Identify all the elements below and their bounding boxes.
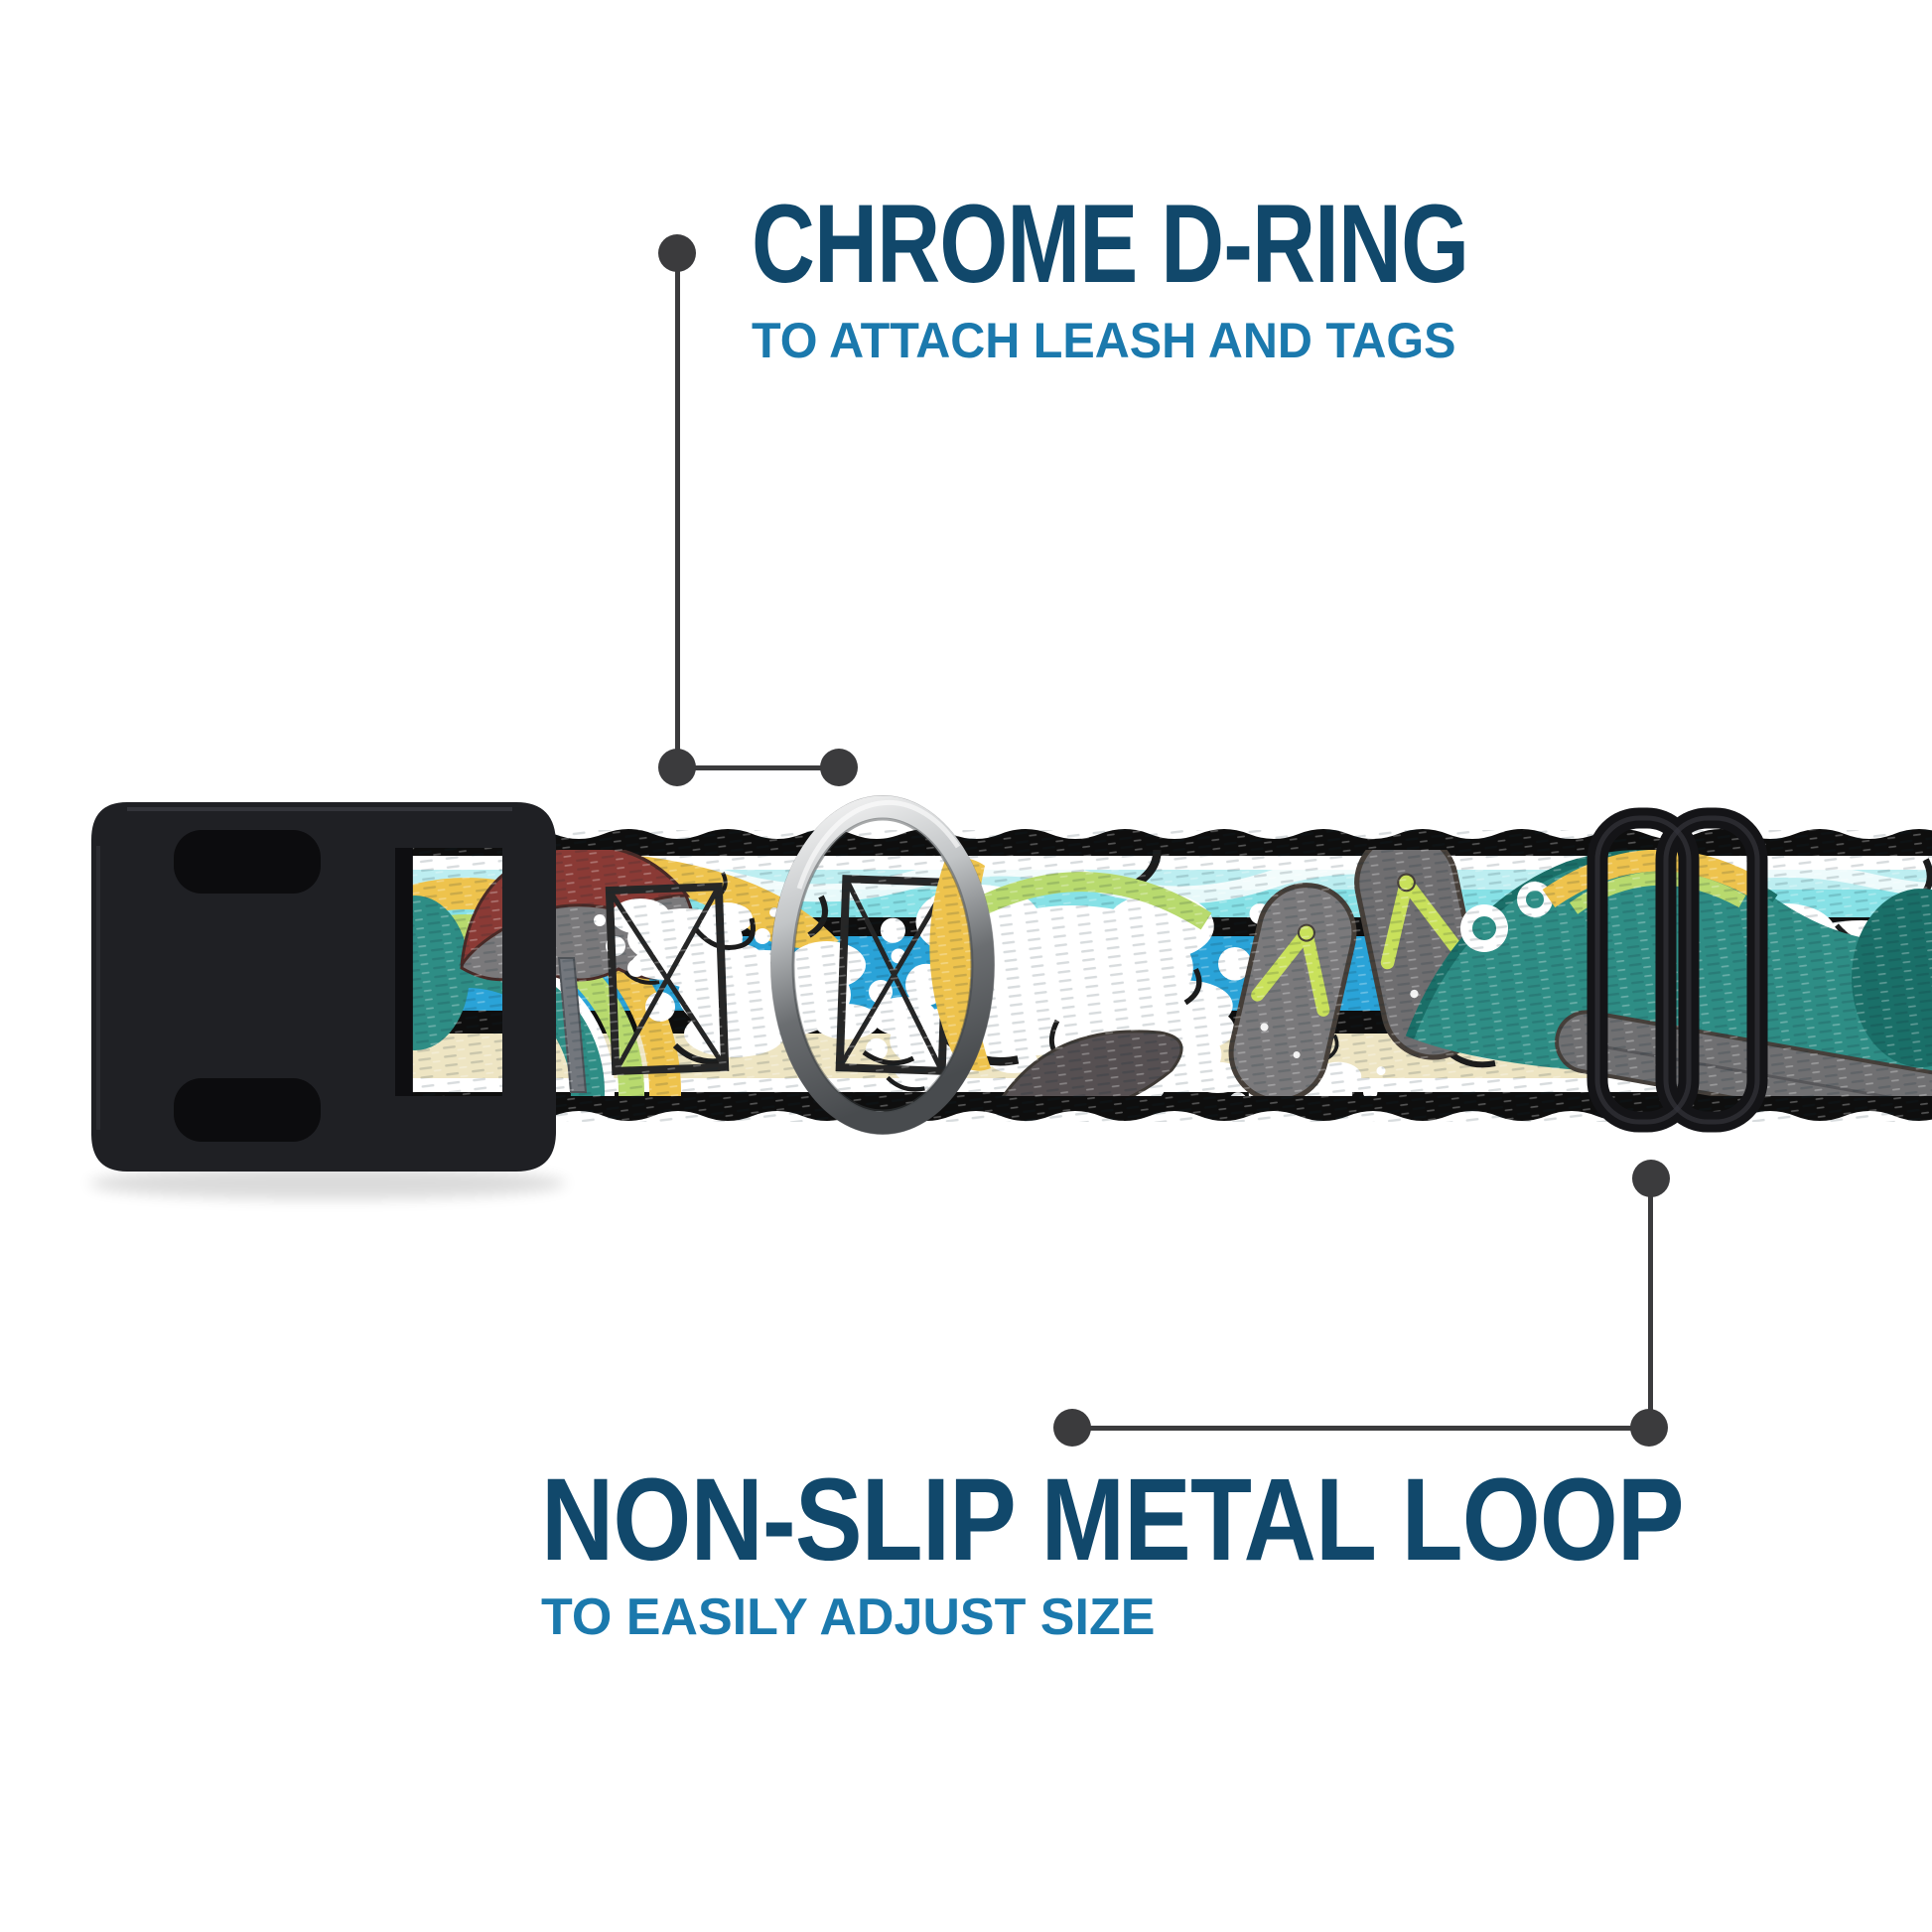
leader-dot-loop-corner <box>1630 1409 1668 1447</box>
buckle <box>89 802 566 1199</box>
leader-dot-loop-end <box>1053 1409 1091 1447</box>
leader-dot-dring-end <box>820 749 858 786</box>
leader-dot-dring-top <box>658 234 696 272</box>
callout-loop-title: NON-SLIP METAL LOOP <box>541 1454 1685 1586</box>
callout-dring-subtitle: TO ATTACH LEASH AND TAGS <box>752 313 1456 368</box>
buckle-top-slot <box>174 830 321 894</box>
webbing-texture <box>405 830 1932 1122</box>
leader-dot-loop-top <box>1632 1160 1670 1197</box>
callout-loop-subtitle: TO EASILY ADJUST SIZE <box>541 1588 1156 1646</box>
chrome-d-ring <box>770 795 995 1135</box>
buckle-bottom-slot <box>174 1078 321 1142</box>
metal-loop <box>1587 807 1768 1133</box>
leader-line-dring-vertical <box>675 253 680 767</box>
leader-line-loop-horizontal <box>1072 1426 1650 1431</box>
leader-line-dring-horizontal <box>677 765 839 770</box>
leader-line-loop-vertical <box>1648 1178 1653 1428</box>
callout-dring-title: CHROME D-RING <box>752 182 1469 306</box>
leader-dot-dring-corner <box>658 749 696 786</box>
